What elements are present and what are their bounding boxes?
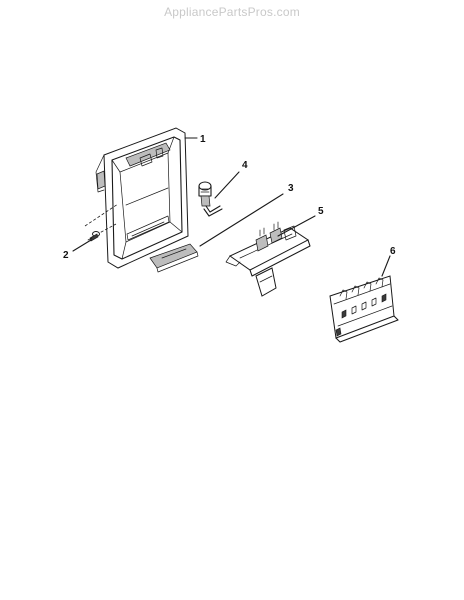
part-4-water-fitting[interactable] — [198, 181, 223, 217]
callout-6: 6 — [390, 246, 396, 257]
part-2-screw[interactable] — [87, 231, 100, 242]
part-1-dispenser-housing[interactable] — [95, 127, 189, 269]
leader-line-2 — [72, 239, 92, 252]
leader-line-5 — [277, 215, 316, 237]
callout-3: 3 — [288, 183, 294, 194]
part-5-control-module[interactable] — [225, 221, 311, 297]
alignment-line-1 — [84, 203, 119, 227]
site-watermark: AppliancePartsPros.com — [164, 5, 300, 19]
part-3-actuator-pad[interactable] — [149, 243, 199, 273]
leader-line-4 — [214, 171, 240, 199]
callout-2: 2 — [63, 250, 69, 261]
part-6-control-panel[interactable] — [329, 275, 399, 343]
leader-line-6 — [381, 255, 391, 277]
callout-5: 5 — [318, 206, 324, 217]
alignment-line-2 — [91, 223, 117, 238]
leader-line-3 — [199, 193, 284, 247]
callout-1: 1 — [200, 134, 206, 145]
callout-4: 4 — [242, 160, 248, 171]
